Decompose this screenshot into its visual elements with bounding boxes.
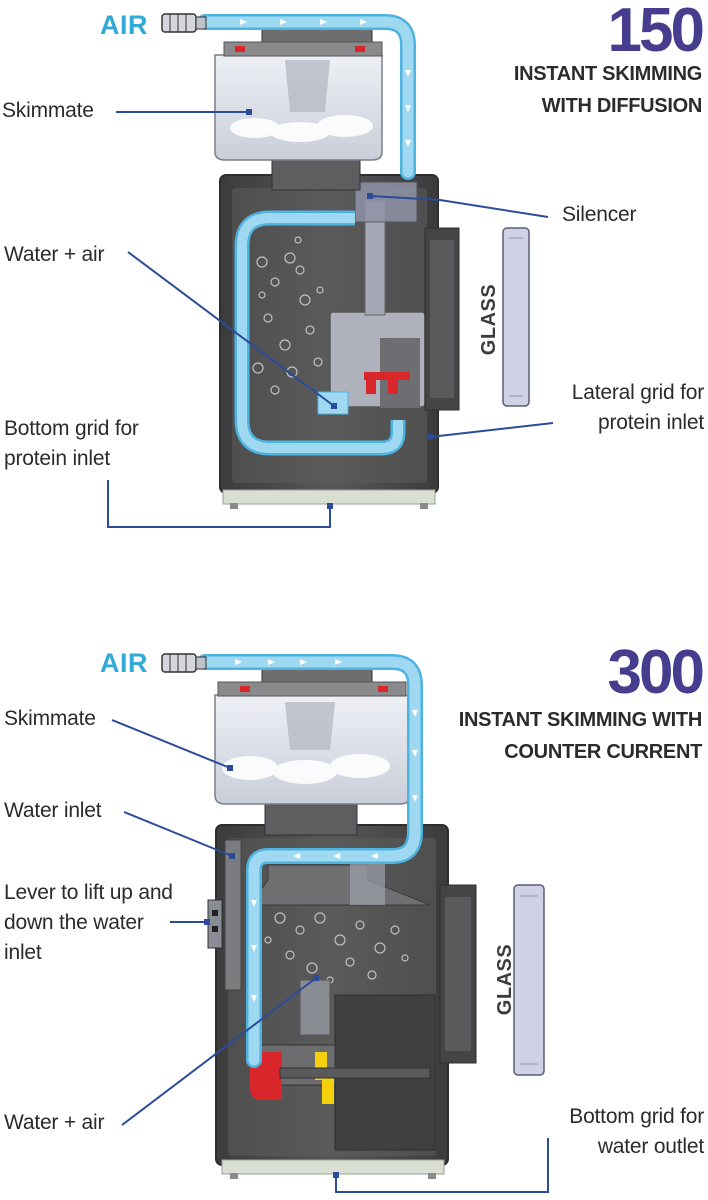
label-skimmate: Skimmate [2, 99, 94, 122]
model-150-panel: AIR 150 INSTANT SKIMMING WITH DIFFUSION … [2, 0, 705, 528]
label-water-air: Water + air [4, 243, 105, 266]
label-silencer: Silencer [562, 203, 637, 226]
callout-lines [111, 719, 549, 1193]
skimmer-body [219, 174, 460, 509]
skimmate-cup [214, 27, 383, 191]
skimmer-body [207, 824, 477, 1179]
label-bottom-grid: Bottom grid for water outlet [569, 1105, 704, 1158]
air-tube [161, 13, 416, 180]
air-tube [161, 653, 423, 1068]
label-skimmate: Skimmate [4, 707, 96, 730]
skimmate-cup [214, 667, 411, 836]
skimmer-150-illustration [107, 13, 554, 528]
label-bottom-grid: Bottom grid for protein inlet [4, 417, 139, 470]
label-glass: GLASS [494, 943, 517, 1016]
bubbles [264, 912, 409, 984]
glass-panel [502, 227, 530, 407]
label-water-air: Water + air [4, 1111, 105, 1134]
glass-panel [513, 884, 545, 1076]
air-label: AIR [100, 10, 148, 40]
model-number: 150 [607, 0, 705, 65]
label-lever: Lever to lift up and down the water inle… [4, 881, 173, 964]
air-label: AIR [100, 648, 148, 678]
model-300-panel: AIR 300 INSTANT SKIMMING WITH COUNTER CU… [0, 600, 708, 1200]
skimmer-300-illustration [111, 653, 549, 1193]
model-subtitle: INSTANT SKIMMING WITH DIFFUSION [513, 63, 702, 117]
label-glass: GLASS [478, 283, 501, 356]
model-number: 300 [607, 638, 705, 707]
label-lateral-grid: Lateral grid for protein inlet [571, 381, 704, 434]
callout-lines [107, 111, 554, 528]
model-subtitle: INSTANT SKIMMING WITH COUNTER CURRENT [458, 709, 703, 763]
label-water-inlet: Water inlet [4, 799, 102, 822]
